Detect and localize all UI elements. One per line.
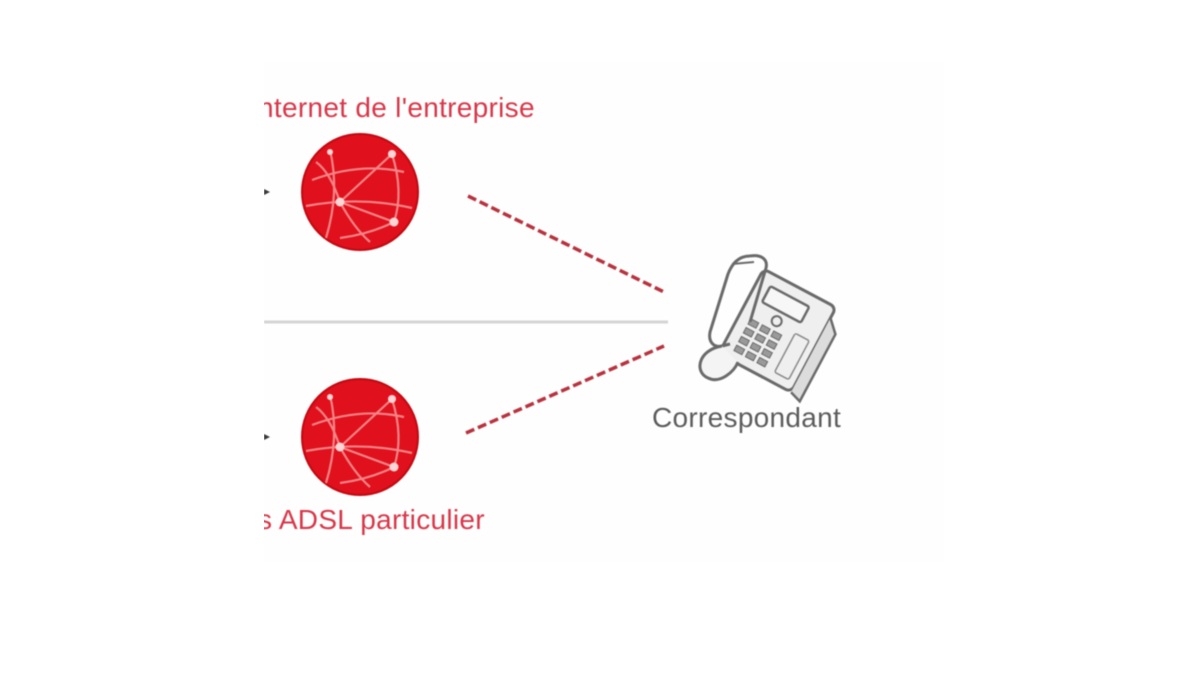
arrow-stub-top-icon (264, 189, 270, 195)
node-label-internet-entreprise: nternet de l'entreprise (264, 92, 535, 123)
diagram-panel: nternet de l'entreprise s ADSL particuli… (264, 62, 944, 562)
globe-network-icon (301, 378, 419, 496)
arrow-stub-bottom-icon (264, 434, 270, 440)
node-label-adsl-particulier: s ADSL particulier (264, 504, 485, 535)
node-label-correspondant: Correspondant (652, 402, 842, 433)
connector-bottom (465, 344, 665, 435)
diagram-graphics (264, 133, 837, 496)
desk-phone-icon (698, 254, 837, 404)
connector-top (467, 194, 665, 294)
globe-network-icon (301, 133, 419, 251)
